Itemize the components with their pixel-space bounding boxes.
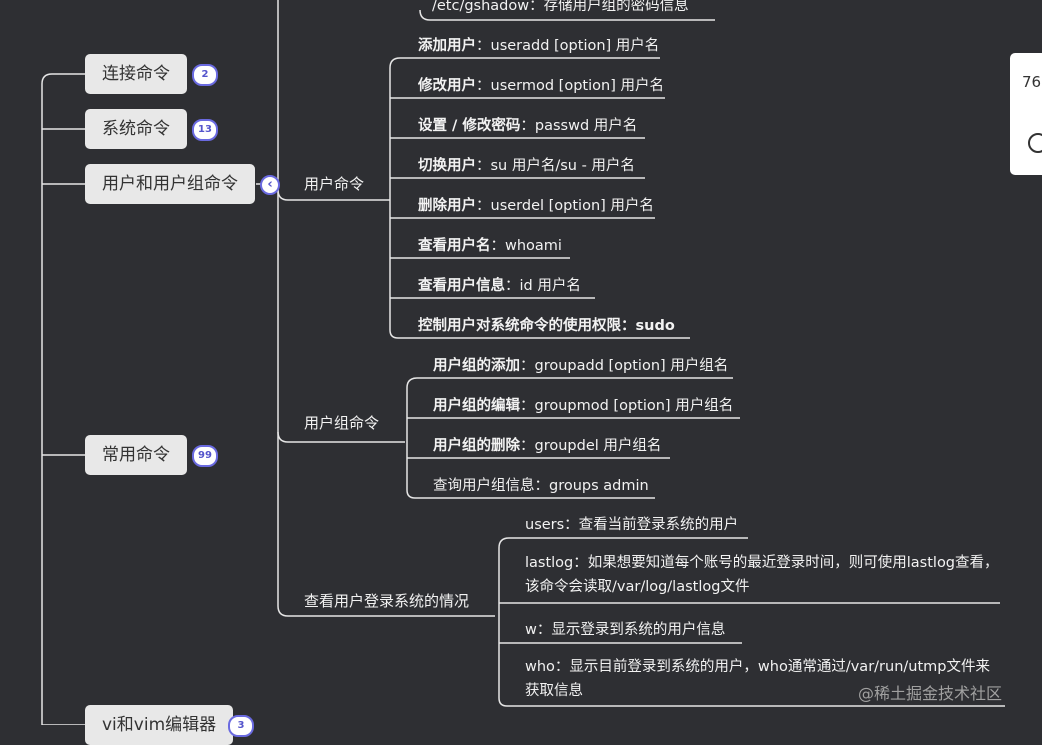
topic-common[interactable]: 常用命令 (85, 435, 187, 475)
leaf-sudo[interactable]: 控制用户对系统命令的使用权限：sudo (418, 318, 675, 334)
palette-icon[interactable] (1028, 133, 1042, 153)
topic-connect[interactable]: 连接命令 (85, 54, 187, 94)
leaf-groupmod[interactable]: 用户组的编辑：groupmod [option] 用户组名 (433, 398, 734, 414)
side-panel: 76 (1010, 53, 1042, 175)
topic-system[interactable]: 系统命令 (85, 109, 187, 149)
leaf-useradd[interactable]: 添加用户：useradd [option] 用户名 (418, 38, 660, 54)
connect-count-badge[interactable]: 2 (192, 64, 218, 86)
leaf-passwd[interactable]: 设置 / 修改密码：passwd 用户名 (418, 118, 638, 134)
leaf-usermod[interactable]: 修改用户：usermod [option] 用户名 (418, 78, 664, 94)
connector-lines (41, 0, 1005, 725)
subtopic-user-cmd[interactable]: 用户命令 (304, 175, 365, 193)
topic-user-group[interactable]: 用户和用户组命令 (85, 164, 255, 204)
leaf-whoami[interactable]: 查看用户名：whoami (418, 238, 562, 254)
leaf-id[interactable]: 查看用户信息：id 用户名 (418, 278, 581, 294)
zoom-level[interactable]: 76 (1022, 73, 1042, 91)
watermark: @稀土掘金技术社区 (858, 684, 1003, 703)
subtopic-login[interactable]: 查看用户登录系统的情况 (304, 592, 470, 610)
leaf-groupdel[interactable]: 用户组的删除：groupdel 用户组名 (433, 438, 662, 454)
collapse-chevron-icon[interactable]: ‹ (260, 175, 280, 195)
leaf-lastlog[interactable]: lastlog：如果想要知道每个账号的最近登录时间，则可使用lastlog查看，… (525, 555, 999, 595)
leaf-users[interactable]: users：查看当前登录系统的用户 (525, 517, 739, 533)
leaf-groupadd[interactable]: 用户组的添加：groupadd [option] 用户组名 (433, 358, 729, 374)
subtopic-group-cmd[interactable]: 用户组命令 (304, 414, 380, 432)
top-cut-leaf: /etc/gshadow：存储用户组的密码信息 (432, 0, 689, 14)
leaf-userdel[interactable]: 删除用户：userdel [option] 用户名 (418, 198, 654, 214)
topic-vim[interactable]: vi和vim编辑器 (85, 705, 234, 745)
system-count-badge[interactable]: 13 (192, 119, 218, 141)
leaf-su[interactable]: 切换用户：su 用户名/su - 用户名 (418, 158, 635, 174)
vim-count-badge[interactable]: 3 (228, 715, 254, 737)
leaf-groups[interactable]: 查询用户组信息：groups admin (433, 478, 649, 494)
leaf-w[interactable]: w：显示登录到系统的用户信息 (525, 622, 726, 638)
common-count-badge[interactable]: 99 (192, 445, 218, 467)
leaf-who[interactable]: who：显示目前登录到系统的用户，who通常通过/var/run/utmp文件来… (525, 659, 990, 699)
